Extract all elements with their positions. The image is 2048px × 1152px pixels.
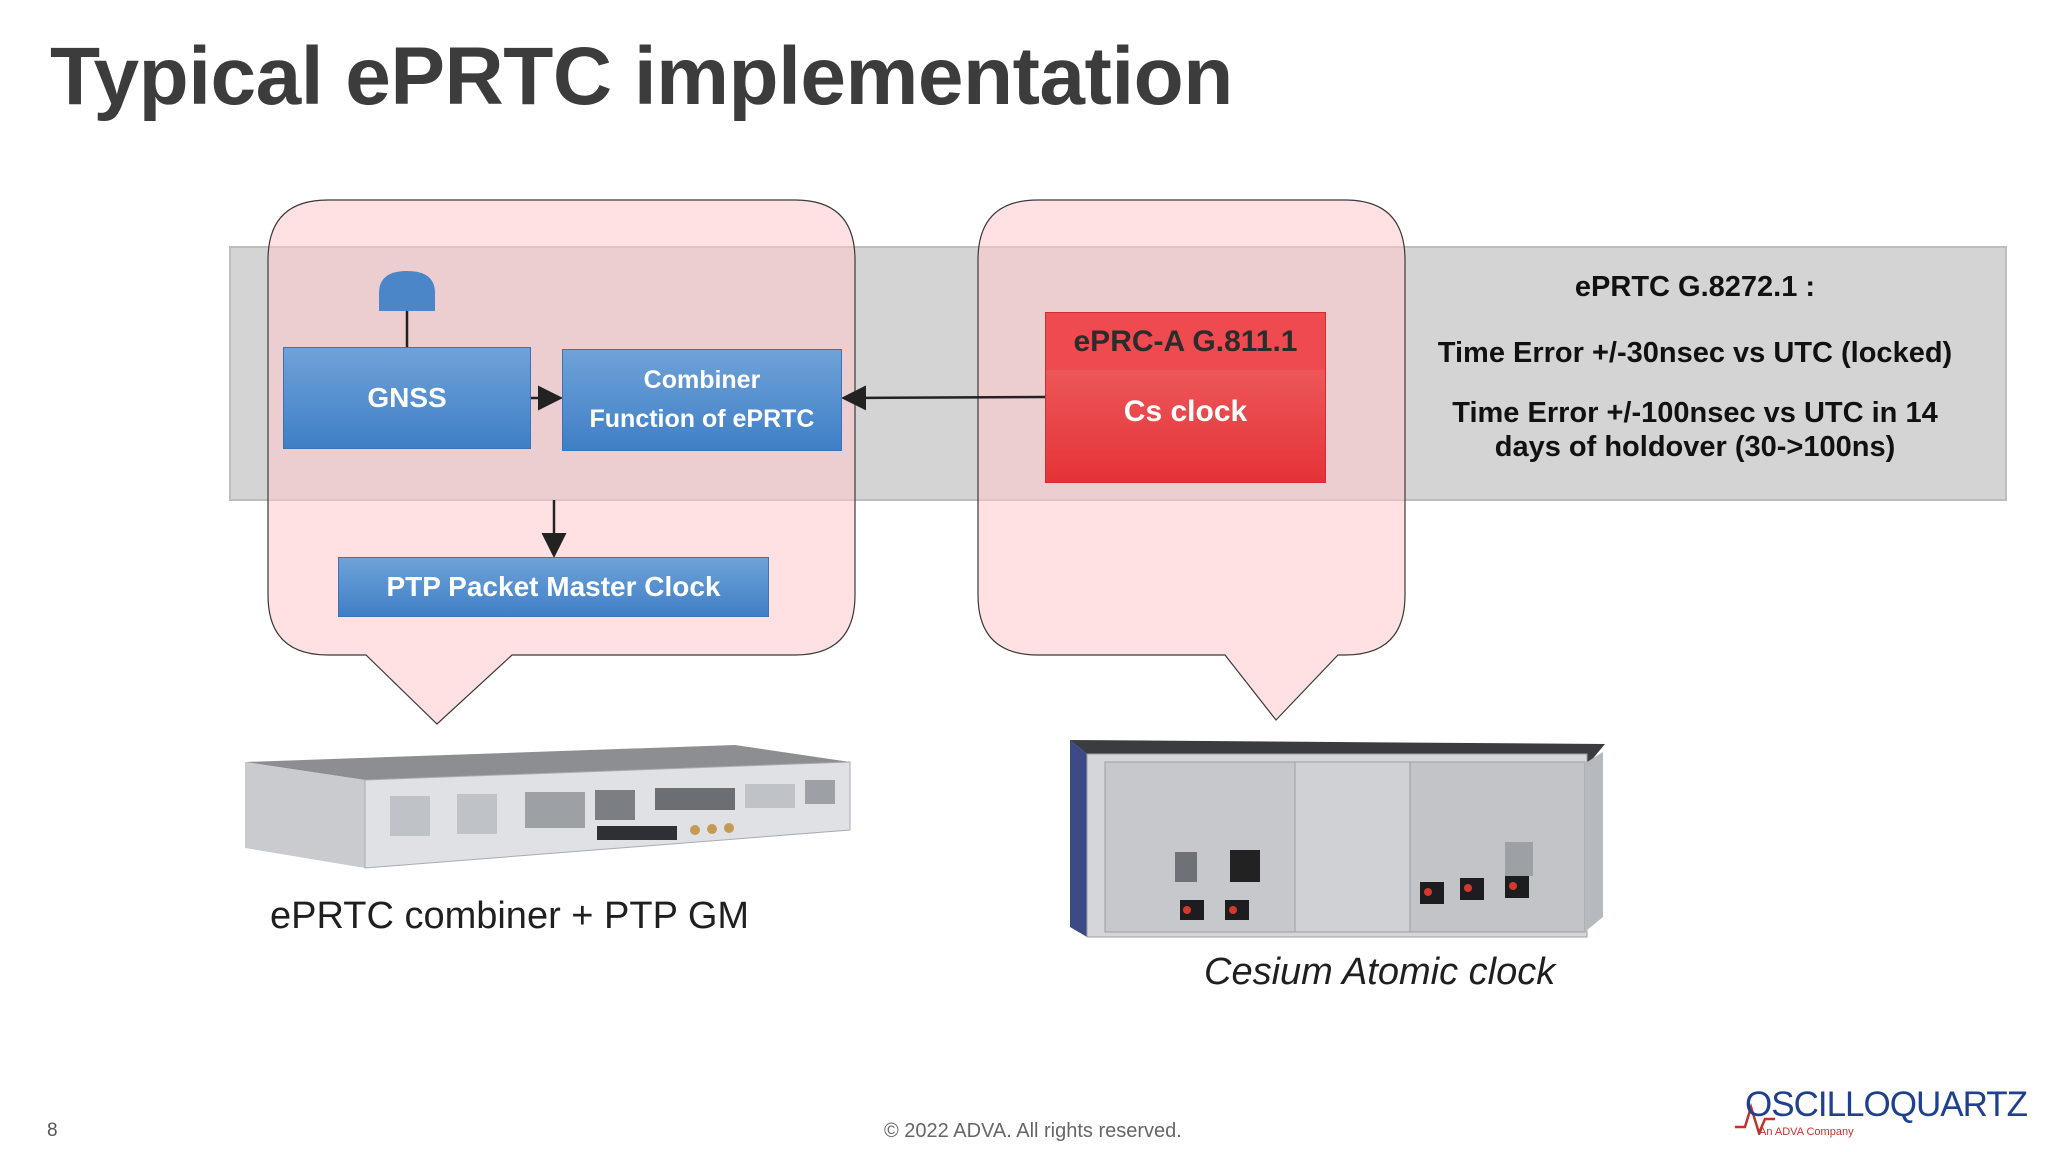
cs-to-combiner-arrow [841, 385, 1046, 411]
spec-line-holdover: Time Error +/-100nsec vs UTC in 14 days … [1452, 397, 1938, 463]
antenna-icon [379, 271, 435, 311]
left-device-caption: ePRTC combiner + PTP GM [270, 895, 750, 937]
cs-clock-box: ePRC-A G.811.1 Cs clock [1045, 312, 1326, 483]
logo-wave-icon [1735, 1102, 1775, 1135]
spec-title: ePRTC G.8272.1 : [1574, 271, 1816, 303]
spec-line-locked: Time Error +/-30nsec vs UTC (locked) [1437, 337, 1953, 369]
right-device-caption: Cesium Atomic clock [1204, 951, 1556, 993]
oscilloquartz-logo: OSCILLOQUARTZ An ADVA Company [1735, 1085, 2028, 1145]
cesium-clock-device-image [1070, 740, 1605, 938]
ptp-master-clock-box: PTP Packet Master Clock [338, 557, 769, 617]
page-title: Typical ePRTC implementation [50, 31, 1233, 122]
page-number: 8 [47, 1120, 58, 1141]
eprtc-combiner-device-image [245, 745, 851, 869]
logo-name: OSCILLOQUARTZ [1745, 1085, 2028, 1124]
combiner-box: Combiner Function of ePRTC [562, 349, 842, 451]
gnss-box: GNSS [283, 347, 531, 449]
logo-tagline: An ADVA Company [1759, 1126, 1854, 1138]
copyright-text: © 2022 ADVA. All rights reserved. [884, 1120, 1182, 1142]
eprc-label: ePRC-A G.811.1 [1046, 313, 1325, 370]
cs-clock-label: Cs clock [1123, 395, 1248, 428]
